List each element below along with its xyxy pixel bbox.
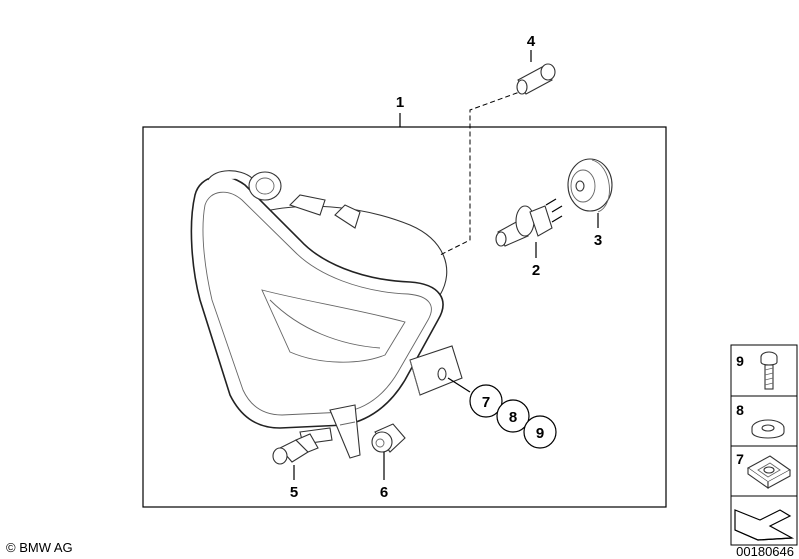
- callout-8: 8: [509, 409, 517, 426]
- callout-7-circle: [469, 384, 503, 418]
- parking-light-socket[interactable]: [272, 433, 319, 465]
- callout-789-leader: [447, 377, 471, 393]
- callout-9: 9: [536, 425, 544, 442]
- bulb-h4[interactable]: [495, 198, 563, 247]
- callout-5: 5: [290, 484, 298, 501]
- callout-1: 1: [396, 94, 404, 111]
- legend-label-9: 9: [736, 353, 744, 369]
- bulb-4-leader: [439, 89, 526, 256]
- callout-2: 2: [532, 262, 540, 279]
- legend-label-7: 7: [736, 451, 744, 467]
- clip-nut-icon: [746, 455, 792, 490]
- rubber-cap[interactable]: [567, 158, 613, 213]
- headlight-housing[interactable]: [190, 170, 463, 459]
- direction-arrow-icon: [734, 509, 795, 541]
- callout-3: 3: [594, 232, 602, 249]
- assembly-frame: [142, 126, 667, 508]
- callout-9-circle: [523, 415, 557, 449]
- callout-8-circle: [496, 399, 530, 433]
- legend-frame: [730, 344, 798, 546]
- bulb-small[interactable]: [516, 63, 556, 95]
- washer-icon: [751, 419, 785, 439]
- copyright-text: © BMW AG: [6, 540, 73, 555]
- screw-icon: [760, 351, 778, 390]
- callout-7: 7: [482, 394, 490, 411]
- callout-6: 6: [380, 484, 388, 501]
- callout-4: 4: [527, 33, 536, 50]
- small-parts-legend: 9 8 7: [730, 344, 798, 546]
- legend-label-8: 8: [736, 402, 744, 418]
- rubber-grommet[interactable]: [371, 423, 406, 453]
- diagram-number: 00180646: [736, 544, 794, 559]
